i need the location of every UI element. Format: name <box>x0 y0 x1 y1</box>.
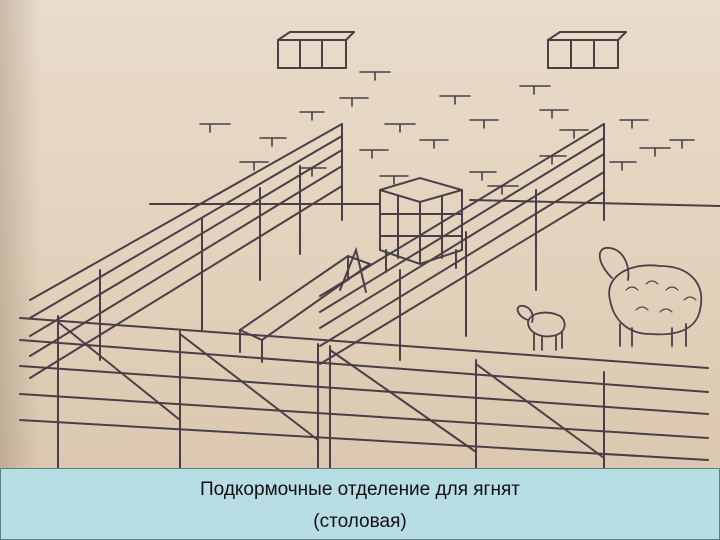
wall-base-right <box>469 199 720 207</box>
window-left <box>277 31 355 69</box>
caption-box: Подкормочные отделение для ягнят (столов… <box>0 468 720 540</box>
window-right <box>547 31 627 69</box>
hay-feeder <box>379 176 463 273</box>
pen-sketch-svg <box>19 31 720 468</box>
left-fence <box>29 123 343 379</box>
brick-wall <box>199 71 695 195</box>
lamb <box>516 304 566 351</box>
caption-subtitle: (столовая) <box>313 511 407 532</box>
caption-title: Подкормочные отделение для ягнят <box>200 479 520 500</box>
sheep-adult <box>598 247 703 347</box>
sheep-pen-illustration <box>0 0 720 468</box>
right-fence <box>319 123 605 365</box>
front-fence <box>19 315 709 468</box>
